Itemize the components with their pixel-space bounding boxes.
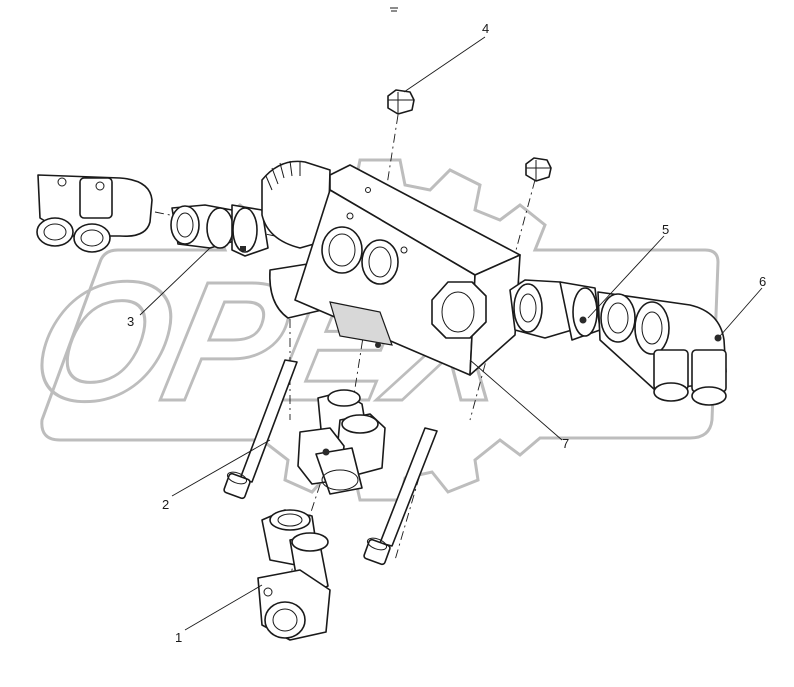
callout-4: 4 bbox=[482, 21, 489, 36]
port-plug bbox=[431, 281, 487, 339]
leader-2 bbox=[171, 439, 271, 497]
leader-5 bbox=[587, 235, 665, 319]
top-mark bbox=[390, 7, 398, 12]
valve-block bbox=[294, 164, 521, 376]
socket-bolt-right bbox=[363, 427, 438, 566]
adapter-fitting-left bbox=[170, 204, 269, 257]
elbow-fitting-bottom bbox=[257, 509, 331, 641]
leader-6 bbox=[719, 287, 763, 337]
leader-lines bbox=[139, 36, 763, 631]
adapter-fitting-right bbox=[509, 279, 601, 341]
callout-5: 5 bbox=[662, 222, 669, 237]
elbow-fitting-left bbox=[36, 174, 153, 253]
callout-2: 2 bbox=[162, 497, 169, 512]
hex-nut-right bbox=[525, 157, 552, 182]
elbow-fitting-right bbox=[597, 291, 727, 406]
callouts: 1 2 3 4 5 6 7 bbox=[127, 21, 766, 645]
block-side-face bbox=[469, 254, 521, 376]
leader-3 bbox=[139, 247, 211, 316]
callout-7: 7 bbox=[562, 436, 569, 451]
callout-1: 1 bbox=[175, 630, 182, 645]
leader-7 bbox=[469, 359, 563, 441]
leader-4 bbox=[403, 36, 486, 93]
socket-bolt-left bbox=[223, 359, 298, 500]
hex-nut-upper bbox=[387, 89, 415, 115]
callout-3: 3 bbox=[127, 314, 134, 329]
leader-1 bbox=[184, 584, 263, 631]
callout-6: 6 bbox=[759, 274, 766, 289]
double-fitting-middle bbox=[297, 389, 386, 495]
